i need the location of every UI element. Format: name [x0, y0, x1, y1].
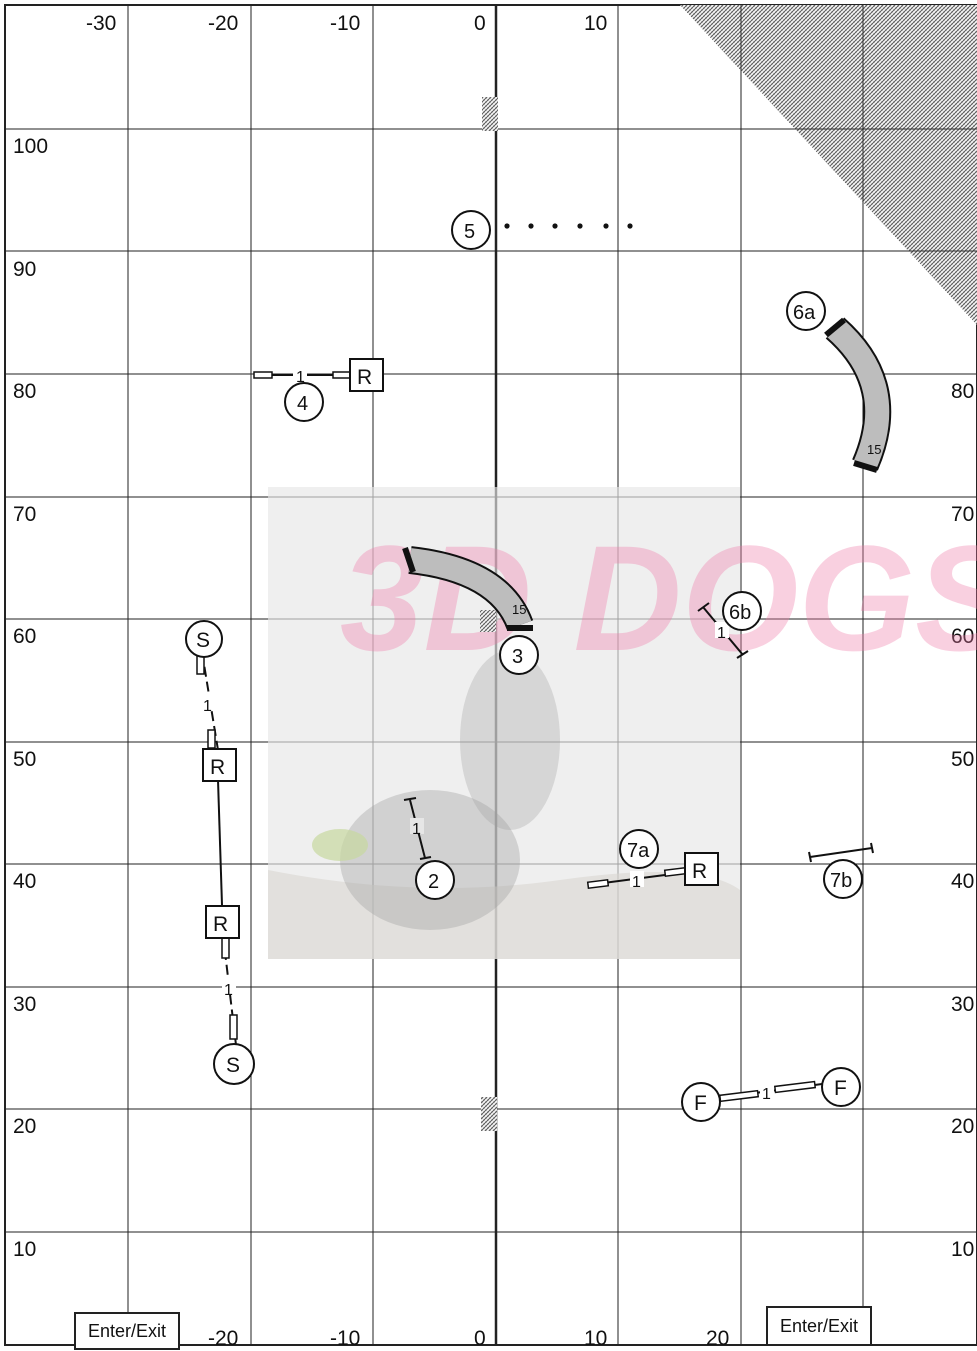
y-tick-left: 50	[13, 748, 36, 771]
x-tick-top: -20	[208, 12, 238, 35]
y-tick-right: 50	[951, 748, 974, 771]
svg-text:R: R	[210, 756, 225, 779]
svg-text:S: S	[226, 1054, 240, 1077]
jump-left-upper: 1	[197, 652, 218, 750]
svg-text:15: 15	[867, 442, 881, 457]
rest-marker: R	[685, 853, 718, 885]
svg-text:1: 1	[203, 698, 212, 715]
y-tick-left: 30	[13, 993, 36, 1016]
finish-marker: F	[682, 1083, 720, 1121]
x-tick-bottom: 20	[706, 1327, 729, 1350]
watermark-logo: 3D DOGS	[340, 514, 977, 682]
y-tick-left: 100	[13, 135, 48, 158]
y-tick-right: 40	[951, 870, 974, 893]
marker-4: 4	[285, 383, 323, 421]
y-tick-right: 80	[951, 380, 974, 403]
svg-text:F: F	[834, 1077, 847, 1100]
jump-finish: 1	[718, 1082, 822, 1103]
jump-left-lower: 1	[222, 935, 237, 1045]
marker-7a: 7a	[620, 830, 658, 868]
marker-3: 3	[500, 636, 538, 674]
svg-text:R: R	[357, 366, 372, 389]
y-tick-left: 80	[13, 380, 36, 403]
y-tick-left: 90	[13, 258, 36, 281]
x-tick-bottom: 0	[474, 1327, 486, 1350]
restricted-area	[680, 5, 977, 325]
marker-6b: 6b	[723, 592, 761, 630]
marker-2: 2	[416, 861, 454, 899]
svg-text:3: 3	[512, 646, 523, 668]
obstacle-5-line	[504, 223, 632, 228]
svg-text:7a: 7a	[627, 840, 650, 862]
x-tick-top: -30	[86, 12, 116, 35]
centre-marker	[482, 97, 498, 131]
start-marker: S	[186, 621, 222, 657]
start-marker: S	[214, 1044, 254, 1084]
y-tick-right: 10	[951, 1238, 974, 1261]
marker-7b: 7b	[824, 860, 862, 898]
y-tick-left: 60	[13, 625, 36, 648]
x-tick-bottom: 10	[584, 1327, 607, 1350]
enter-exit-right[interactable]: Enter/Exit	[766, 1306, 872, 1346]
x-tick-top: 0	[474, 12, 486, 35]
y-tick-right: 30	[951, 993, 974, 1016]
rest-marker: R	[350, 359, 383, 391]
finish-marker: F	[822, 1068, 860, 1106]
svg-text:R: R	[692, 860, 707, 883]
x-tick-bottom: -10	[330, 1327, 360, 1350]
svg-text:6b: 6b	[729, 602, 751, 624]
tunnel-6a: 15	[826, 320, 881, 470]
svg-text:S: S	[196, 629, 210, 652]
svg-text:1: 1	[717, 625, 726, 642]
y-tick-left: 20	[13, 1115, 36, 1138]
y-tick-left: 10	[13, 1238, 36, 1261]
y-tick-left: 70	[13, 503, 36, 526]
y-tick-right: 20	[951, 1115, 974, 1138]
marker-5: 5	[452, 211, 490, 249]
enter-exit-left[interactable]: Enter/Exit	[74, 1312, 180, 1350]
track-line	[218, 780, 222, 905]
svg-text:1: 1	[412, 821, 421, 838]
svg-text:1: 1	[632, 874, 641, 891]
x-tick-top: -10	[330, 12, 360, 35]
y-tick-left: 40	[13, 870, 36, 893]
rest-marker: R	[206, 906, 239, 938]
svg-text:F: F	[694, 1092, 707, 1115]
svg-text:R: R	[213, 913, 228, 936]
x-tick-top: 10	[584, 12, 607, 35]
svg-text:5: 5	[464, 221, 475, 243]
svg-text:6a: 6a	[793, 302, 816, 324]
x-tick-bottom: -20	[208, 1327, 238, 1350]
centre-marker	[481, 1097, 497, 1131]
marker-6a: 6a	[787, 292, 825, 330]
svg-text:7b: 7b	[830, 870, 852, 892]
rest-marker: R	[203, 749, 236, 781]
svg-text:1: 1	[762, 1086, 771, 1103]
watermark-photo: 3D DOGS	[268, 487, 977, 959]
centre-marker	[480, 610, 496, 632]
svg-text:1: 1	[224, 982, 233, 999]
svg-text:3D DOGS: 3D DOGS	[340, 514, 977, 682]
svg-text:2: 2	[428, 871, 439, 893]
svg-text:4: 4	[297, 393, 308, 415]
svg-text:15: 15	[512, 602, 526, 617]
